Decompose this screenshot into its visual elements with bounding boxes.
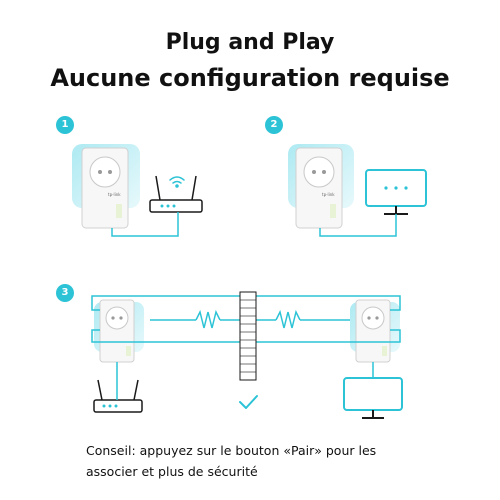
step-1-router-icon (149, 175, 203, 213)
tip-text: Conseil: appuyez sur le bouton «Pair» po… (86, 440, 416, 482)
step-3-monitor-icon (343, 377, 403, 419)
tip-line-2: associer et plus de sécurité (86, 464, 258, 479)
tip-line-1: Conseil: appuyez sur le bouton «Pair» po… (86, 443, 377, 458)
step-3-badge: 3 (56, 284, 74, 302)
wall-icon (239, 291, 257, 381)
step-2-adapter-icon: tp-link (288, 144, 354, 229)
title-line-2: Aucune configuration requise (50, 64, 450, 92)
checkmark-icon (239, 395, 258, 409)
step-1-adapter-icon: tp-link (72, 144, 140, 229)
step-3-router-icon (93, 379, 143, 413)
step-2-ethernet-cable (319, 214, 397, 237)
step-2-badge: 2 (265, 116, 283, 134)
step-1-badge: 1 (56, 116, 74, 134)
step-1-brand-mark: tp-link (108, 192, 121, 197)
step-2-brand-mark: tp-link (322, 192, 335, 197)
wifi-icon (169, 176, 185, 188)
step-2-monitor-icon (365, 169, 427, 215)
powerline-signal-icon (150, 309, 350, 329)
title-line-1: Plug and Play (165, 30, 335, 55)
step-1-ethernet-cable (111, 212, 179, 237)
step-3-right-adapter-icon (350, 299, 400, 363)
step-3-left-adapter-icon (94, 299, 144, 363)
